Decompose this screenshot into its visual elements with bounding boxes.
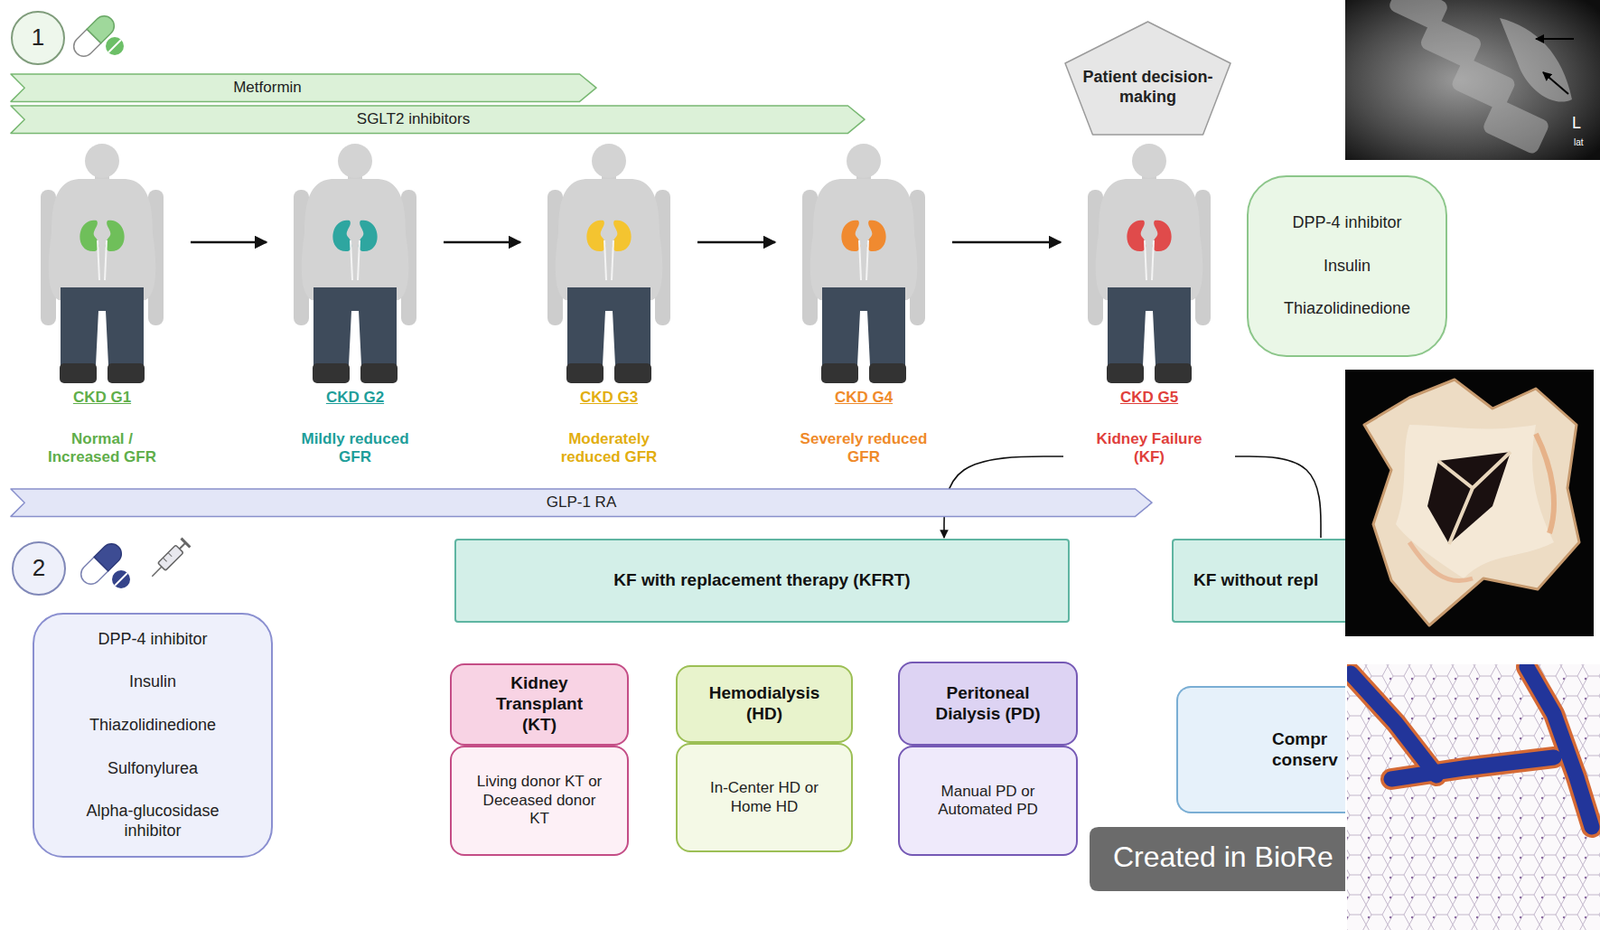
- node-text: Living donor KT or Deceased donor KT: [476, 772, 603, 828]
- node-text: CKD G4: [777, 388, 950, 407]
- node-text: DPP-4 inhibitor: [97, 629, 207, 650]
- node-text: SGLT2 inhibitors: [356, 110, 470, 129]
- pill-syringe-icon: [76, 537, 191, 589]
- valve-photo: [1345, 369, 1594, 637]
- step-circle: 1: [10, 10, 66, 66]
- node-text: Manual PD or Automated PD: [925, 782, 1052, 820]
- node-text: Insulin: [129, 672, 177, 693]
- node-text: Thiazolidinedione: [1283, 299, 1411, 319]
- node-text: 1: [31, 23, 45, 52]
- node-text: Thiazolidinedione: [89, 715, 216, 736]
- step-circle: 2: [11, 541, 66, 596]
- ckd-stage: CKD G2 Mildly reduced GFR: [269, 142, 441, 478]
- node-text: CKD G3: [523, 388, 695, 407]
- drug-box: DPP-4 inhibitorInsulinThiazolidinedioneS…: [32, 612, 273, 858]
- therapy-box: KF without repl: [1171, 538, 1346, 623]
- node-outline-shape: [10, 105, 865, 133]
- node-text: Kidney Transplant (KT): [483, 673, 597, 735]
- ckd-stage: CKD G4 Severely reduced GFR: [777, 142, 950, 478]
- node-outline-shape: [10, 488, 1152, 516]
- node-text: GLP-1 RA: [546, 493, 617, 512]
- flow-arrow: [952, 241, 1061, 244]
- node-text: Metformin: [233, 78, 302, 97]
- xray-image: [1345, 0, 1600, 160]
- drug-bar: SGLT2 inhibitors: [9, 104, 866, 134]
- pill-icon: [69, 11, 124, 61]
- node-text: Mildly reduced GFR: [289, 430, 422, 468]
- ckd-stage: CKD G3 Moderately reduced GFR: [523, 142, 695, 478]
- node-text: Alpha-glucosidase inhibitor: [62, 801, 244, 841]
- decision-pentagon: Patient decision-making: [1064, 20, 1232, 136]
- histology-image: [1347, 664, 1600, 930]
- node-text: 2: [32, 553, 46, 582]
- node-text: In-Center HD or Home HD: [701, 778, 828, 816]
- option-box: Living donor KT or Deceased donor KT: [449, 745, 629, 856]
- node-text: CKD G5: [1063, 388, 1236, 407]
- flow-arrow: [190, 241, 267, 244]
- option-header: Peritoneal Dialysis (PD): [898, 661, 1078, 746]
- drug-box: DPP-4 inhibitorInsulinThiazolidinedione: [1246, 175, 1448, 357]
- node-text: Kidney Failure (KF): [1083, 430, 1216, 468]
- node-outline-shape: [1065, 21, 1231, 135]
- node-text: Compr conserv: [1272, 729, 1339, 771]
- drug-bar: Metformin: [9, 73, 598, 103]
- flow-arrow: [443, 241, 521, 244]
- node-text: Sulfonylurea: [107, 758, 198, 779]
- node-text: Moderately reduced GFR: [542, 430, 675, 468]
- node-text: Normal / Increased GFR: [36, 430, 169, 468]
- node-text: CKD G2: [269, 388, 441, 407]
- patient-figures: [40, 143, 1211, 384]
- ckd-stage: CKD G1 Normal / Increased GFR: [16, 142, 188, 478]
- node-text: KF without repl: [1193, 570, 1319, 591]
- node-text: Insulin: [1323, 256, 1371, 277]
- therapy-box: KF with replacement therapy (KFRT): [454, 538, 1070, 623]
- node-outline: [9, 73, 598, 103]
- drug-bar: GLP-1 RA: [9, 487, 1153, 517]
- node-text: CKD G1: [16, 388, 188, 407]
- image-letter: lat: [1573, 137, 1584, 148]
- flow-arrow: [697, 241, 776, 244]
- node-text: Peritoneal Dialysis (PD): [934, 683, 1043, 725]
- node-outline-shape: [10, 74, 597, 102]
- watermark-bar: [1089, 826, 1346, 891]
- flow-arrow: [1235, 456, 1321, 538]
- option-header: Hemodialysis (HD): [675, 664, 853, 743]
- image-letter: L: [1571, 113, 1582, 133]
- option-box: Manual PD or Automated PD: [898, 745, 1078, 856]
- node-text: DPP-4 inhibitor: [1291, 213, 1402, 234]
- node-text: KF with replacement therapy (KFRT): [613, 570, 910, 591]
- watermark: Created in BioRe: [1113, 840, 1334, 874]
- option-header: Kidney Transplant (KT): [449, 663, 629, 746]
- node-text: Patient decision-making: [1080, 67, 1217, 107]
- ckd-stage: CKD G5 Kidney Failure (KF): [1063, 142, 1236, 478]
- option-box: In-Center HD or Home HD: [675, 742, 853, 852]
- option-box: Compr conserv: [1176, 685, 1346, 814]
- node-text: Severely reduced GFR: [797, 430, 930, 468]
- node-text: Hemodialysis (HD): [696, 683, 833, 725]
